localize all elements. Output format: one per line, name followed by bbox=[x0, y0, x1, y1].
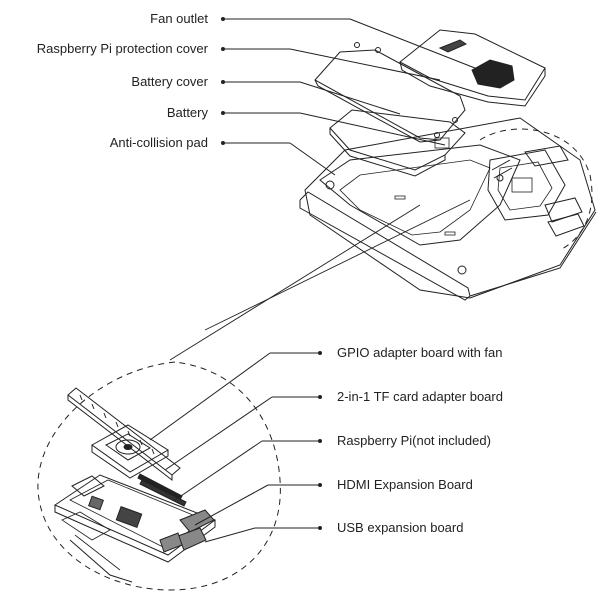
battery-cover-shape bbox=[314, 42, 466, 143]
label-fan-outlet: Fan outlet bbox=[150, 11, 208, 26]
zoom-connector-2 bbox=[204, 199, 471, 331]
detail-circle-top bbox=[479, 128, 593, 251]
detail-circle-bottom bbox=[37, 361, 281, 591]
label-pi-protection-cover: Raspberry Pi protection cover bbox=[36, 41, 208, 56]
board-stack-shape bbox=[53, 473, 217, 563]
label-raspberry-pi: Raspberry Pi(not included) bbox=[337, 433, 491, 448]
leader-dots-bottom bbox=[318, 351, 322, 530]
device-internal-boards bbox=[487, 145, 585, 237]
label-usb-board: USB expansion board bbox=[337, 520, 464, 535]
battery-shape bbox=[329, 109, 466, 177]
label-tf-card-adapter: 2-in-1 TF card adapter board bbox=[337, 389, 503, 404]
fan-module-shape bbox=[91, 424, 169, 479]
label-battery-cover: Battery cover bbox=[131, 74, 208, 89]
leader-dots-top bbox=[221, 17, 225, 145]
label-gpio-adapter: GPIO adapter board with fan bbox=[337, 345, 503, 360]
label-anti-collision-pad: Anti-collision pad bbox=[109, 135, 208, 150]
leader-lines-top bbox=[223, 18, 481, 176]
gpio-adapter-shape bbox=[67, 387, 181, 482]
leader-lines-bottom bbox=[149, 352, 320, 543]
label-hdmi-board: HDMI Expansion Board bbox=[337, 477, 473, 492]
pi-protection-cover-shape bbox=[399, 29, 546, 107]
label-battery: Battery bbox=[166, 105, 208, 120]
zoom-connector-1 bbox=[169, 204, 421, 361]
